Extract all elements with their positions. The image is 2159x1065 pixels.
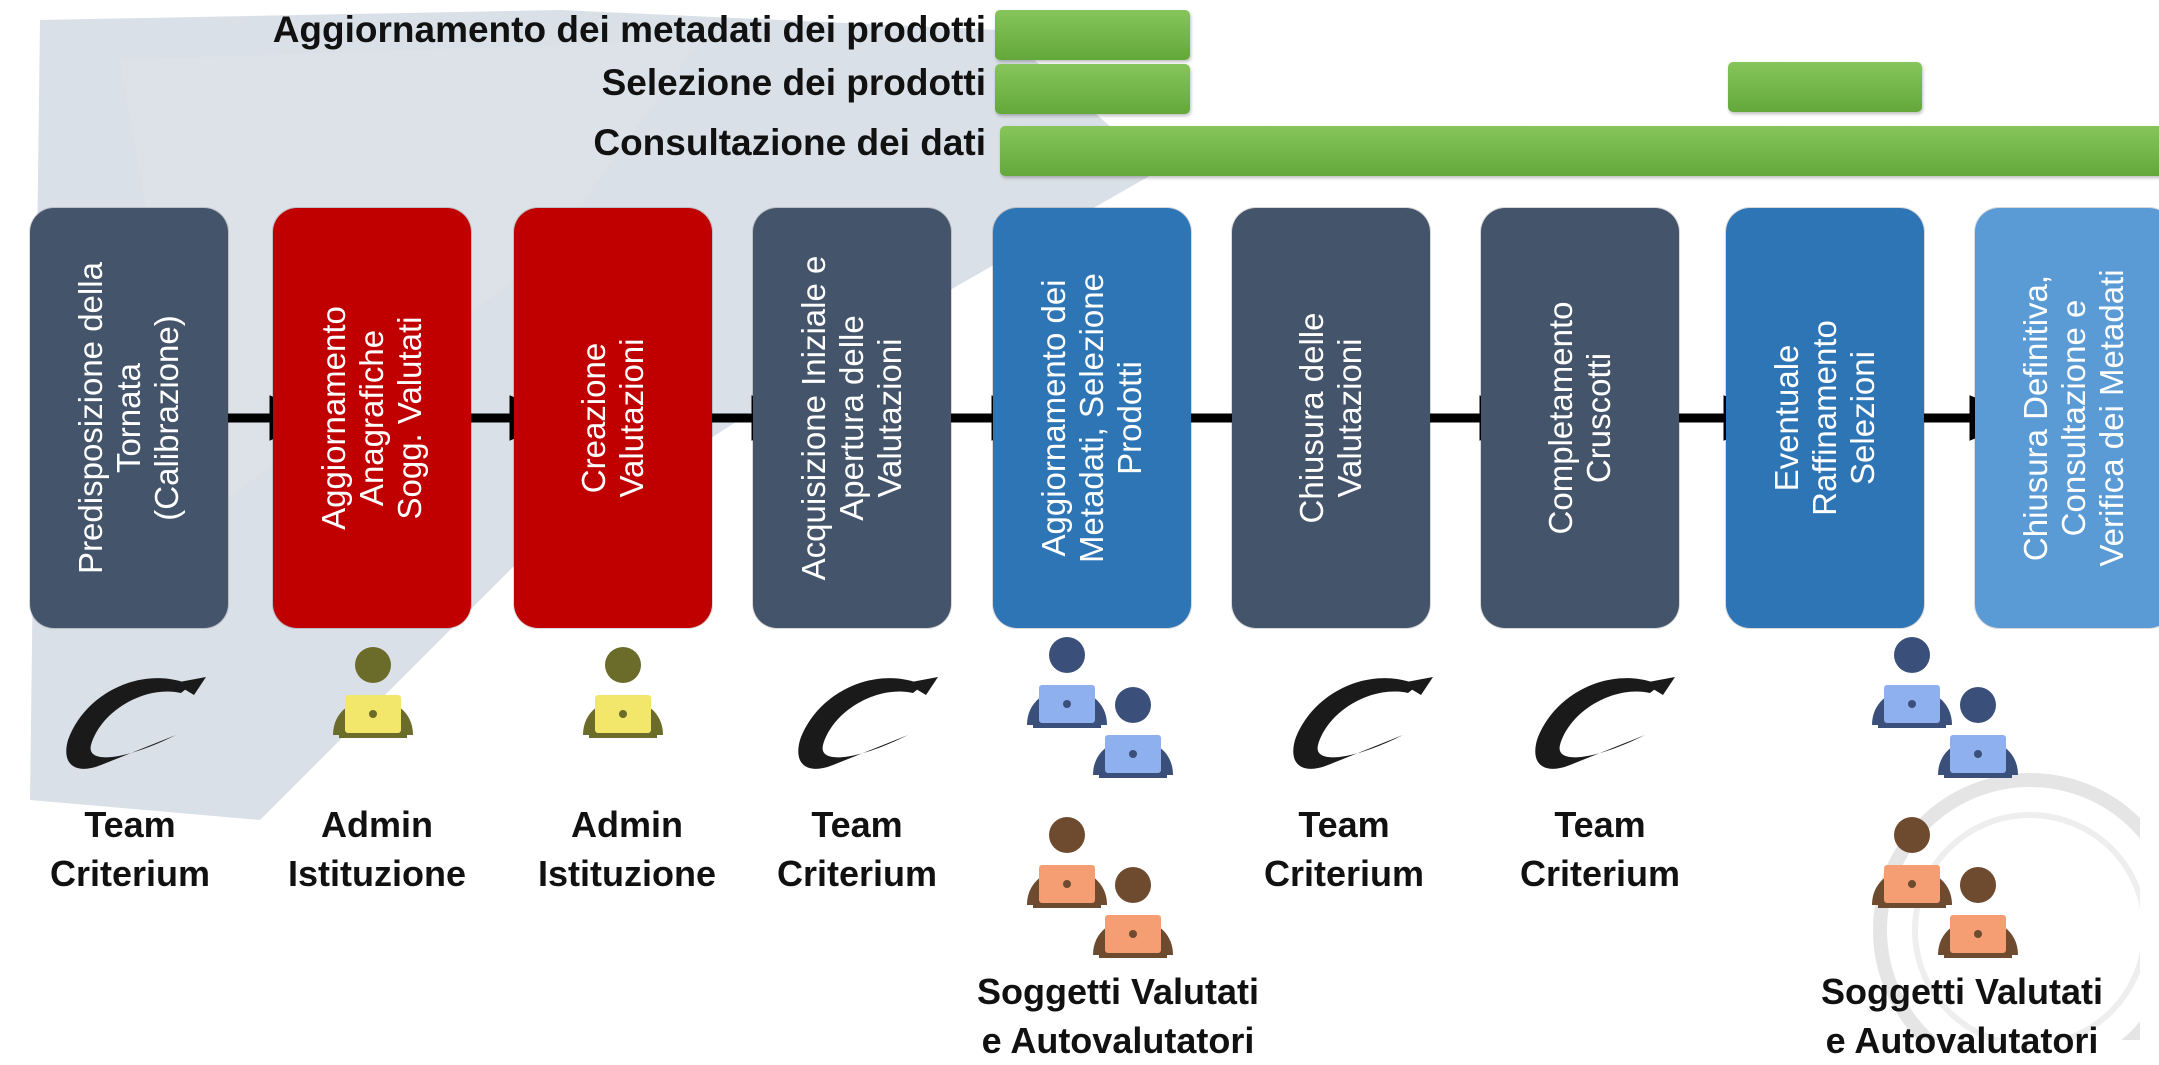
phase-label: Creazione Valutazioni	[575, 338, 650, 498]
actor-label-team: Team Criterium	[1263, 804, 1425, 894]
phase-box: Acquisizione Iniziale e Apertura delle V…	[753, 208, 951, 628]
admin-user-icon	[583, 647, 663, 738]
gantt-bar-consultazione	[1000, 126, 2159, 176]
actor-label-team: Team Criterium	[1519, 804, 1681, 894]
phase-label: Eventuale Raffinamento Selezioni	[1768, 320, 1881, 516]
users-blue-icon	[1027, 637, 1173, 778]
actor-label-team: Team Criterium	[49, 804, 211, 894]
actor-label-admin: Admin Istituzione	[538, 804, 716, 894]
users-brown-icon	[1872, 817, 2018, 958]
phase-box: Predisposizione della Tornata (Calibrazi…	[30, 208, 228, 628]
gantt-row-label: Aggiornamento dei metadati dei prodotti	[272, 9, 986, 50]
phase-box: Completamento Cruscotti	[1481, 208, 1679, 628]
phase-label: Acquisizione Iniziale e Apertura delle V…	[795, 255, 908, 581]
gantt-row-label: Consultazione dei dati	[593, 122, 986, 163]
actor-label-soggetti: Soggetti Valutati e Autovalutatori	[1820, 971, 2104, 1061]
users-brown-icon	[1027, 817, 1173, 958]
gantt-bar-selezione-raffinamento	[1728, 62, 1922, 112]
phase-label: Aggiornamento dei Metadati, Selezione Pr…	[1035, 273, 1148, 563]
actor-label-admin: Admin Istituzione	[288, 804, 466, 894]
phase-box: Chiusura Definitiva, Consultazione e Ver…	[1975, 208, 2159, 628]
users-blue-icon	[1872, 637, 2018, 778]
phase-box: Chiusura delle Valutazioni	[1232, 208, 1430, 628]
criterium-logo-icon	[798, 677, 938, 769]
gantt-row-label: Selezione dei prodotti	[601, 62, 986, 103]
phase-label: Chiusura delle Valutazioni	[1293, 312, 1368, 524]
phase-box: Eventuale Raffinamento Selezioni	[1726, 208, 1924, 628]
phase-label: Completamento Cruscotti	[1542, 301, 1617, 535]
watermark-seal-icon	[1873, 773, 2140, 1040]
actor-label-soggetti: Soggetti Valutati e Autovalutatori	[976, 971, 1260, 1061]
gantt-bar-selezione	[995, 64, 1190, 114]
gantt-bar-metadati	[995, 10, 1190, 60]
phase-label: Chiusura Definitiva, Consultazione e Ver…	[2017, 269, 2130, 567]
criterium-logo-icon	[1293, 677, 1433, 769]
criterium-logo-icon	[66, 677, 206, 769]
phase-box: Creazione Valutazioni	[514, 208, 712, 628]
phase-label: Aggiornamento Anagrafiche Sogg. Valutati	[315, 306, 428, 530]
phase-box: Aggiornamento dei Metadati, Selezione Pr…	[993, 208, 1191, 628]
admin-user-icon	[333, 647, 413, 738]
phase-label: Predisposizione della Tornata (Calibrazi…	[72, 262, 185, 574]
criterium-logo-icon	[1535, 677, 1675, 769]
phase-box: Aggiornamento Anagrafiche Sogg. Valutati	[273, 208, 471, 628]
actor-label-team: Team Criterium	[776, 804, 938, 894]
